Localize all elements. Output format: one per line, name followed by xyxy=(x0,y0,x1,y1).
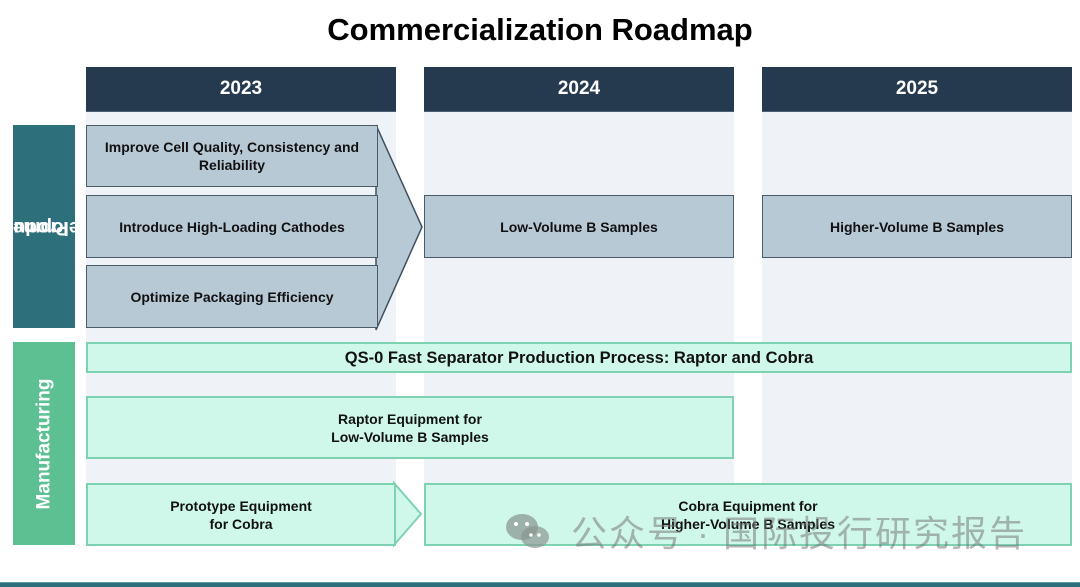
page-title: Commercialization Roadmap xyxy=(327,12,753,47)
milestone-higher-volume-b-samples: Higher-Volume B Samples xyxy=(762,195,1072,258)
task-text-line: Cobra Equipment for xyxy=(678,497,818,514)
chevron-arrow-prototype xyxy=(393,480,423,548)
task-text-line: Raptor Equipment for xyxy=(338,410,482,427)
task-box-packaging-efficiency: Optimize Packaging Efficiency xyxy=(86,265,378,328)
task-box-high-loading-cathodes: Introduce High-Loading Cathodes xyxy=(86,195,378,258)
task-box-cobra-equipment: Cobra Equipment for Higher-Volume B Samp… xyxy=(424,483,1072,546)
footer-bar xyxy=(0,582,1080,587)
task-text-line: for Cobra xyxy=(209,515,273,532)
task-text-line: Low-Volume B Samples xyxy=(331,428,489,445)
task-text-line: Prototype Equipment xyxy=(170,497,312,514)
row-label-manufacturing: Manufacturing xyxy=(13,342,75,545)
year-header-2025: 2025 xyxy=(762,67,1072,112)
task-text-line: Higher-Volume B Samples xyxy=(660,515,835,532)
column-bg-2024 xyxy=(424,112,734,546)
milestone-low-volume-b-samples: Low-Volume B Samples xyxy=(424,195,734,258)
process-bar-qs0: QS-0 Fast Separator Production Process: … xyxy=(86,342,1072,373)
task-box-cell-quality: Improve Cell Quality, Consistency and Re… xyxy=(86,125,378,187)
year-header-2024: 2024 xyxy=(424,67,734,112)
chevron-arrow-product-development xyxy=(375,124,423,331)
year-header-2023: 2023 xyxy=(86,67,396,112)
task-box-raptor-equipment: Raptor Equipment for Low-Volume B Sample… xyxy=(86,396,734,459)
task-box-prototype-equipment: Prototype Equipment for Cobra xyxy=(86,483,396,546)
column-bg-2025 xyxy=(762,112,1072,546)
